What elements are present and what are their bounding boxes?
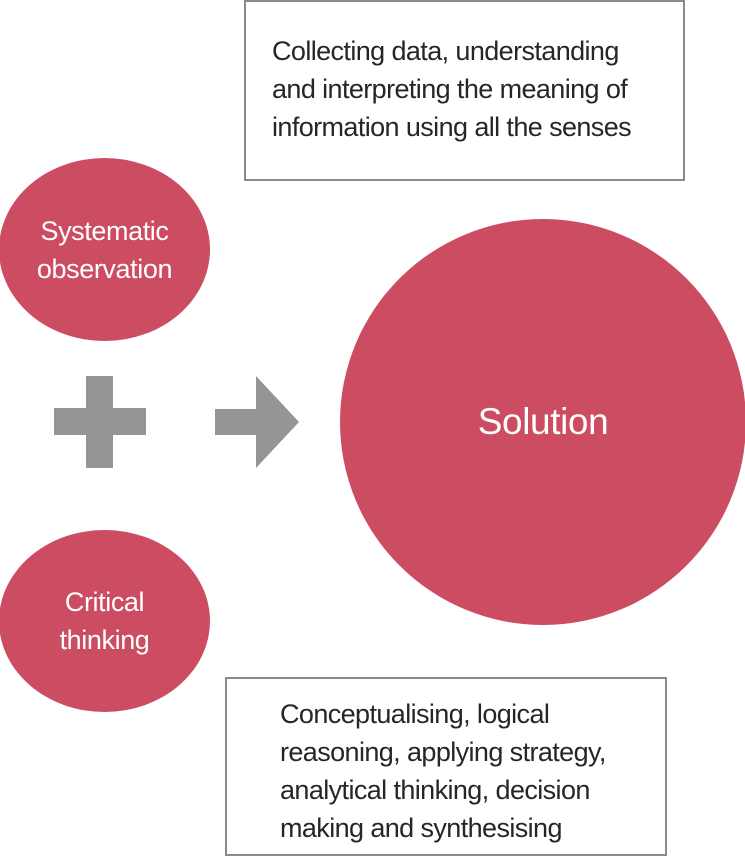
critical-thinking-label-line: thinking xyxy=(59,625,150,655)
solution-label: Solution xyxy=(477,401,609,442)
observation-description-line: Collecting data, understanding xyxy=(272,36,619,66)
thinking-description-line: Conceptualising, logical xyxy=(280,699,550,729)
thinking-description-line: analytical thinking, decision xyxy=(280,775,590,805)
plus-icon xyxy=(54,376,146,468)
observation-description-box: Collecting data, understanding and inter… xyxy=(244,0,685,181)
systematic-observation-label-line: observation xyxy=(36,253,173,284)
thinking-description-line: making and synthesising xyxy=(280,813,562,843)
thinking-description-line: reasoning, applying strategy, xyxy=(280,737,606,767)
systematic-observation-circle: Systematic observation xyxy=(0,158,210,341)
observation-description-line: information using all the senses xyxy=(272,112,632,142)
systematic-observation-label-line: Systematic xyxy=(40,215,169,246)
solution-circle: Solution xyxy=(340,219,745,625)
critical-thinking-circle: Critical thinking xyxy=(0,530,210,712)
thinking-description-box: Conceptualising, logical reasoning, appl… xyxy=(225,677,667,856)
critical-thinking-label-line: Critical xyxy=(64,587,145,617)
observation-description-line: and interpreting the meaning of xyxy=(272,74,628,104)
arrow-right-icon xyxy=(215,376,299,468)
